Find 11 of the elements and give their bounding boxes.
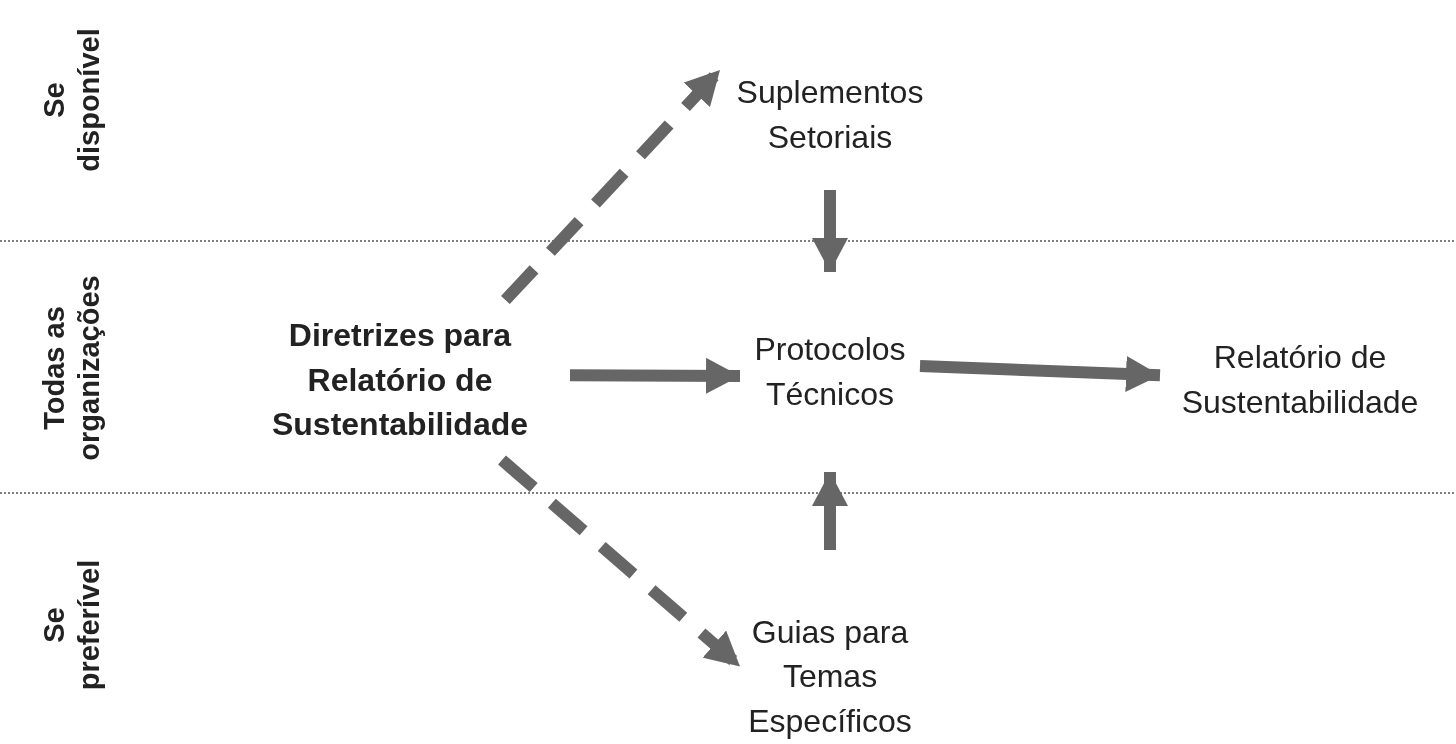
arrow	[919, 355, 1161, 392]
arrow	[812, 190, 848, 272]
row-label: Se preferível	[37, 558, 106, 693]
node-text: Diretrizes para Relatório de Sustentabilidade	[270, 315, 529, 445]
node-text: Protocolos Técnicos	[753, 330, 907, 414]
row-label: Se disponível	[37, 27, 106, 174]
arrow	[569, 357, 741, 394]
node-text: Relatório de Sustentabilidade	[1180, 338, 1420, 422]
node-text: Guias para Temas Específicos	[747, 612, 913, 742]
node-text: Suplementos Setoriais	[735, 73, 925, 157]
row-label: Todas as organizações	[37, 274, 106, 463]
